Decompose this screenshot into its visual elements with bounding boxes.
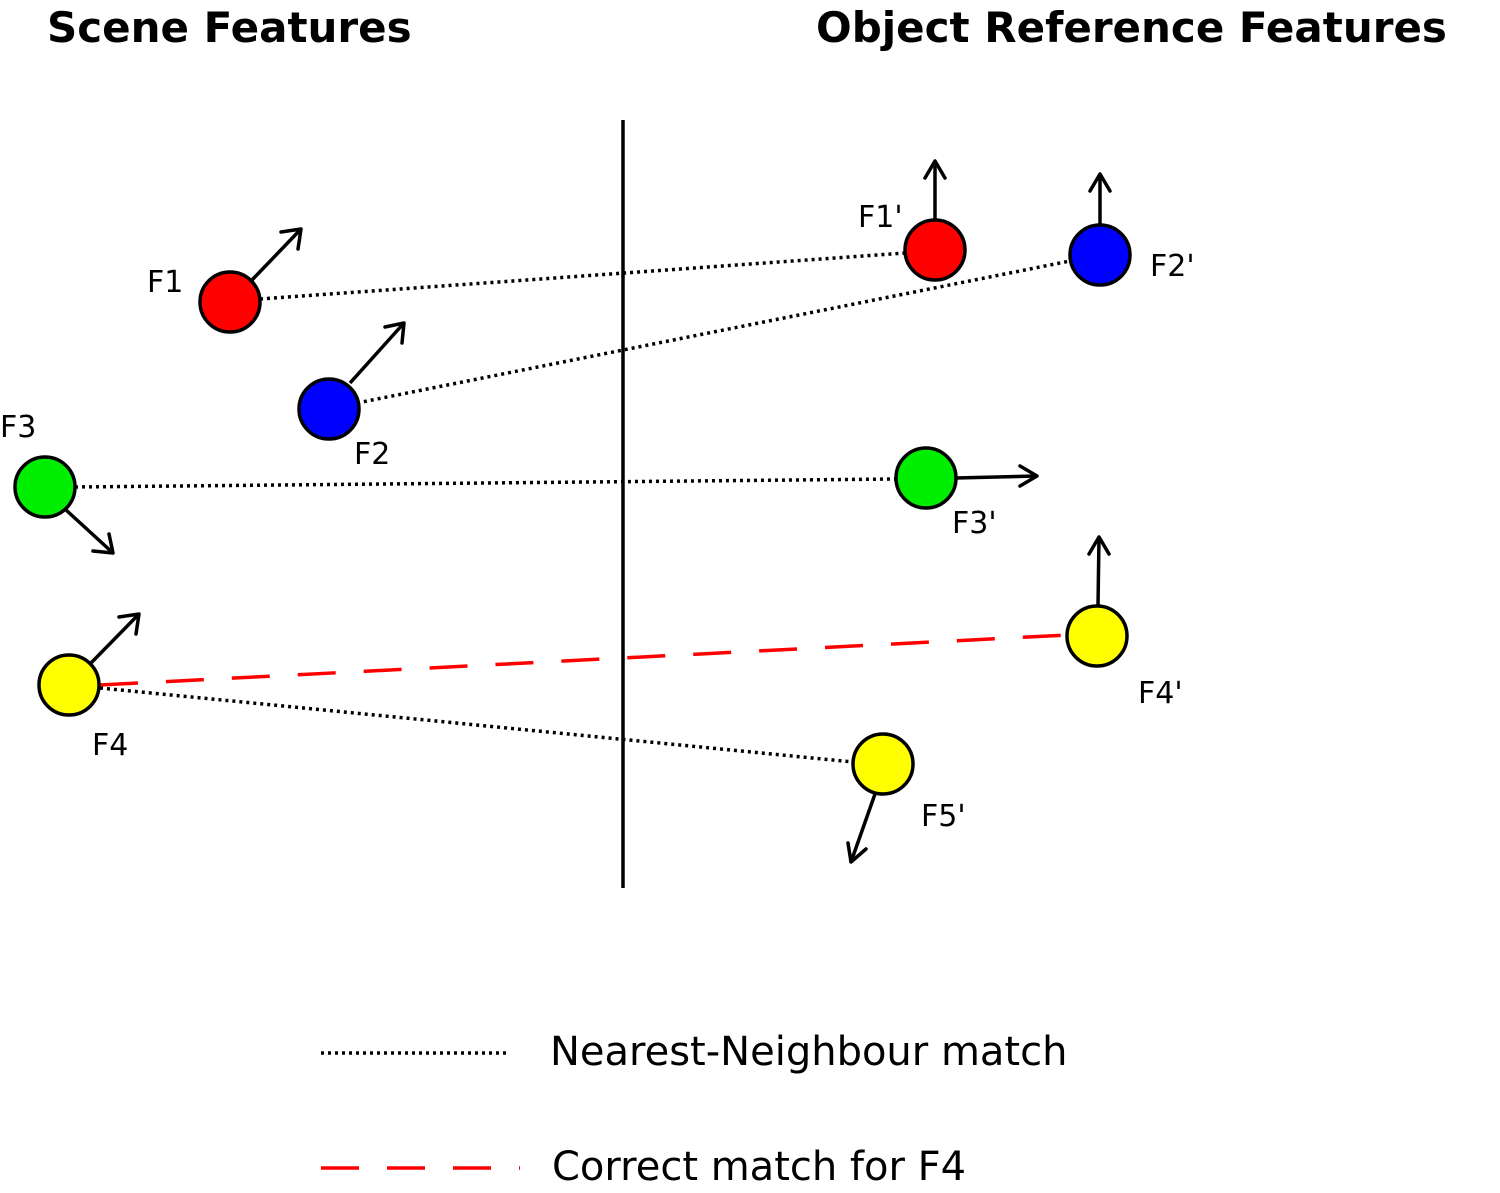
legend-nn-label: Nearest-Neighbour match <box>550 1029 1067 1075</box>
f3-orientation-arrow <box>64 508 115 555</box>
label-f2: F2 <box>354 437 390 472</box>
label-f4: F4 <box>92 728 128 763</box>
feature-f4 <box>37 653 101 717</box>
correct-match-f4 <box>99 633 1068 687</box>
legend-correct-label: Correct match for F4 <box>552 1144 966 1190</box>
f4p-orientation-arrow <box>1087 535 1111 607</box>
label-f5-prime: F5' <box>921 799 966 834</box>
label-f3-prime: F3' <box>952 506 997 541</box>
label-f3: F3 <box>0 410 36 445</box>
feature-f2-prime <box>1068 223 1132 287</box>
label-f4-prime: F4' <box>1138 676 1183 711</box>
f4-orientation-arrow <box>89 612 141 665</box>
nn-match-f2 <box>356 259 1071 405</box>
label-f1-prime: F1' <box>858 200 903 235</box>
feature-f3-prime <box>894 446 958 510</box>
label-f2-prime: F2' <box>1150 249 1195 284</box>
feature-f2 <box>297 377 361 441</box>
object-features-heading: Object Reference Features <box>816 3 1447 52</box>
f2-orientation-arrow <box>348 321 406 385</box>
f1-orientation-arrow <box>250 227 303 282</box>
scene-features-heading: Scene Features <box>47 3 412 52</box>
feature-f4-prime <box>1065 604 1129 668</box>
legend: Nearest-Neighbour match Correct match fo… <box>321 1029 1067 1190</box>
feature-f1 <box>198 270 262 334</box>
f1p-orientation-arrow <box>923 159 947 220</box>
f2p-orientation-arrow <box>1088 172 1112 224</box>
nn-match-f3 <box>74 477 897 489</box>
nn-match-f4 <box>99 686 854 764</box>
nn-match-f1 <box>259 251 906 301</box>
feature-f5-prime <box>851 732 915 796</box>
f5p-orientation-arrow <box>846 793 877 864</box>
label-f1: F1 <box>147 265 183 300</box>
f3p-orientation-arrow <box>955 464 1039 488</box>
feature-f1-prime <box>903 218 967 282</box>
feature-f3 <box>13 455 77 519</box>
